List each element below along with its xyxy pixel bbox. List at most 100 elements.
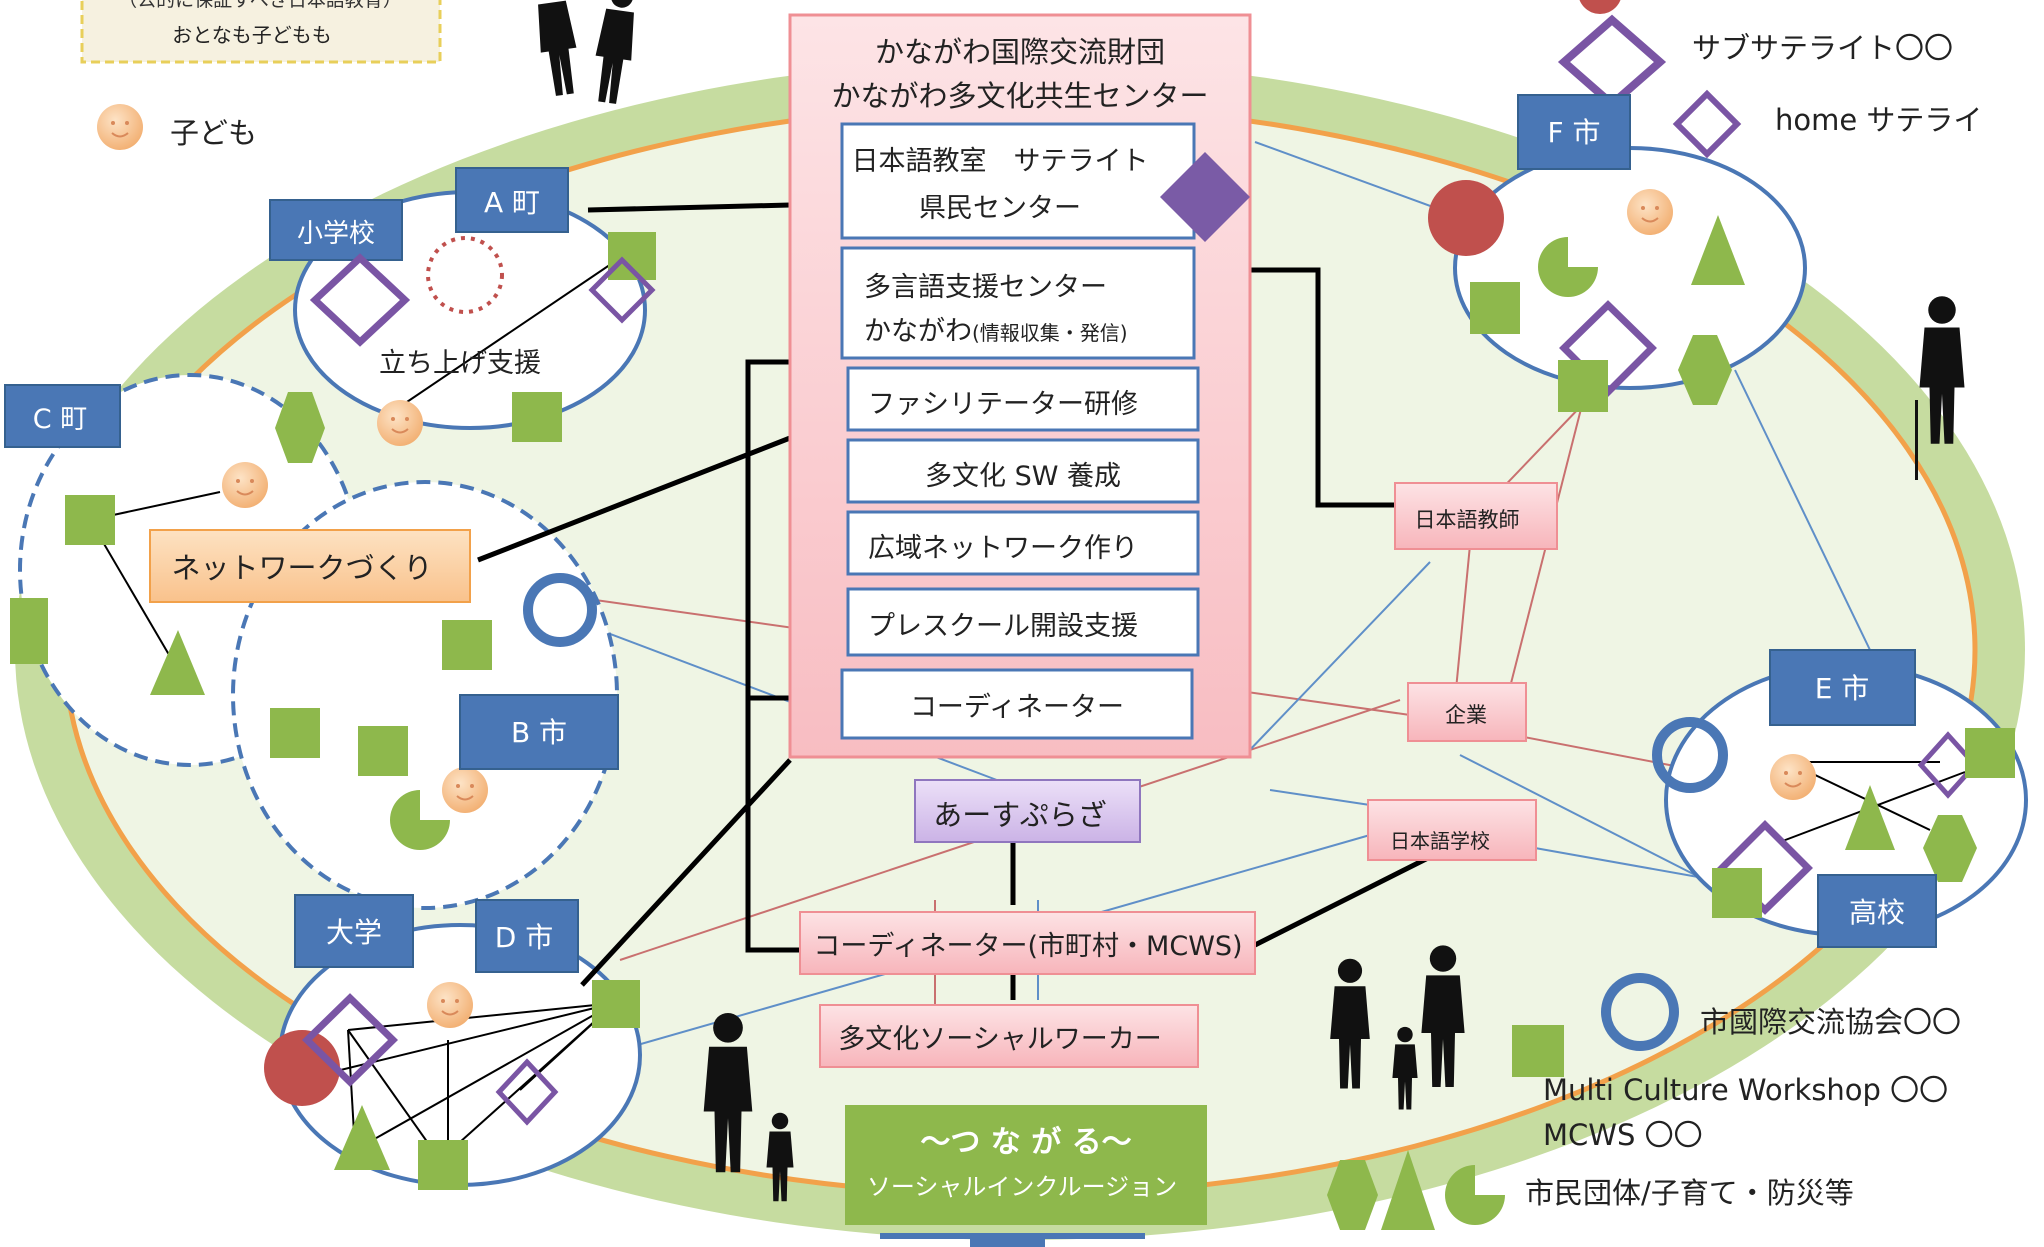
elderly-silhouette-icon [1915,296,1965,480]
tsunagaru-box: ～つ な が る～ ソーシャルインクルージョン [845,1105,1207,1225]
inclusion-label: ソーシャルインクルージョン [867,1173,1177,1201]
b-green-square-2-icon [270,708,320,758]
university-tag: 大学 [294,894,414,968]
network-label: ネットワークづくり [171,551,432,585]
municipal-coordinator-label: コーディネーター(市町村・MCWS) [813,931,1242,962]
center-box3-label: ファシリテーター研修 [868,389,1138,420]
legend-child-face-icon [96,103,144,151]
d-home-diamond-icon [495,1058,559,1126]
a-planned-circle-icon [426,236,504,314]
d-city-tag: D 市 [475,899,579,973]
legend-child-label: 子ども [170,116,257,150]
e-sub-satellite-diamond-icon [1717,820,1813,915]
legend-note-line1: （公的に保証すべき日本語教育） [118,0,402,11]
center-box-satellite: 日本語教室 サテライト 県民センター [840,122,1196,240]
b-pie-icon [390,790,450,850]
network-box: ネットワークづくり [149,529,471,603]
center-box7-label: コーディネーター [910,692,1124,723]
jp-school-label: 日本語学校 [1390,829,1490,853]
d-city-label: D 市 [495,921,553,954]
c-green-edge-icon [10,598,48,664]
a-town-label: A 町 [484,186,540,219]
b-green-square-3-icon [358,726,408,776]
legend-home-satellite-diamond-icon [1672,89,1742,159]
elementary-label: 小学校 [297,219,375,249]
e-city-label: E 市 [1815,672,1870,705]
d-green-square-1-icon [592,980,640,1028]
center-box2-line1: 多言語支援センター [864,272,1107,303]
jp-teacher-label: 日本語教師 [1415,508,1520,532]
center-box6-label: プレスクール開設支援 [868,611,1138,642]
f-hexagon-icon [1678,335,1732,405]
d-red-circle-icon [264,1030,340,1106]
legend-green-square-icon [1512,1025,1564,1077]
c-child-face-icon [221,461,269,509]
e-triangle-icon [1845,785,1895,850]
center-box-sw-training: 多文化 SW 養成 [846,438,1200,504]
c-green-square-icon [65,495,115,545]
center-box1-line1: 日本語教室 サテライト [852,146,1149,177]
satellite-diamond-icon [1160,152,1250,242]
legend-note-line2: おとなも子どもも [172,23,331,47]
svg-text:かながわ(情報収集・発信): かながわ(情報収集・発信) [864,316,1128,347]
e-green-square-2-icon [1712,868,1762,918]
a-town-tag: A 町 [455,167,569,233]
legend-hexagon-icon [1327,1160,1378,1230]
c-triangle-icon [150,630,205,695]
center-box-multilingual: 多言語支援センター かながわ(情報収集・発信) [840,246,1196,360]
d-triangle-icon [334,1105,390,1170]
e-hexagon-icon [1923,815,1977,882]
f-city-area [1453,146,1807,390]
high-school-tag: 高校 [1817,874,1937,948]
tsunagaru-label: ～つ な が る～ [920,1125,1131,1160]
f-triangle-icon [1691,215,1745,285]
c-town-tag: C 町 [4,384,121,448]
f-city-label: F 市 [1547,116,1600,149]
legend-home-satellite-label: home サテライ [1775,103,1982,137]
b-child-face-icon [441,766,489,814]
c-town-label: C 町 [33,404,87,435]
center-box1-line2: 県民センター [919,193,1081,224]
legend-note-box [80,0,442,64]
a-green-square-2-icon [512,392,562,442]
legend-pie-icon [1445,1165,1505,1225]
center-title-line2: かながわ多文化共生センター [831,79,1208,113]
f-green-square-1-icon [1470,282,1520,334]
asuplaza-box: あーすぷらざ [914,779,1141,843]
a-child-face-icon [376,399,424,447]
company-node: 企業 [1407,682,1527,742]
d-green-square-2-icon [418,1140,468,1190]
legend-intl-ring-icon [1601,973,1679,1051]
center-box-coordinator: コーディネーター [840,668,1194,740]
center-box5-label: 広域ネットワーク作り [868,533,1138,564]
jp-teacher-node: 日本語教師 [1394,482,1558,550]
university-label: 大学 [326,916,382,949]
center-box-facilitator: ファシリテーター研修 [846,366,1200,432]
high-school-label: 高校 [1849,896,1905,929]
center-box-preschool: プレスクール開設支援 [846,587,1200,657]
b-intl-association-ring-icon [523,573,597,647]
d-child-face-icon [426,981,474,1029]
bottom-bar [880,1233,1145,1239]
d-sub-satellite-diamond-icon [301,993,399,1087]
running-children-silhouette-icon [530,0,642,106]
startup-support-label: 立ち上げ支援 [379,348,541,379]
legend-red-circle-icon [1579,0,1621,14]
center-title-line1: かながわ国際交流財団 [875,35,1165,69]
black-connector-lines [477,202,1430,1000]
legend-mcw-label: Multi Culture Workshop 〇〇 [1543,1073,1948,1107]
legend-sub-satellite-label: サブサテライト〇〇 [1692,31,1953,65]
asuplaza-label: あーすぷらざ [933,798,1106,832]
a-sub-satellite-diamond-icon [309,253,411,347]
company-label: 企業 [1445,703,1487,727]
f-pie-icon [1538,237,1598,297]
f-green-square-2-icon [1558,360,1608,412]
legend-mcws-label: MCWS 〇〇 [1543,1118,1703,1152]
bottom-stub [970,1239,1045,1247]
f-city-tag: F 市 [1517,94,1631,170]
legend-intl-assoc-label: 市國際交流協会〇〇 [1700,1005,1961,1039]
social-worker-label: 多文化ソーシャルワーカー [838,1024,1161,1055]
e-green-square-1-icon [1965,728,2015,778]
f-red-circle-icon [1428,180,1504,256]
